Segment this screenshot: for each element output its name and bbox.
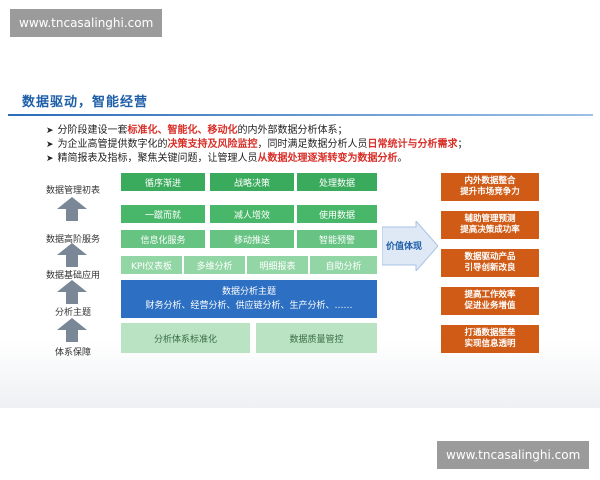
left-label-advanced: 数据高阶服务	[45, 235, 100, 245]
bullet-arrow-icon: ➤	[46, 126, 54, 136]
analysis-topics-band: 数据分析主题 财务分析、经营分析、供应链分析、生产分析、……	[121, 280, 377, 318]
band-title: 数据分析主题	[221, 287, 276, 297]
box-kpi-dashboard: KPI仪表板	[121, 256, 182, 274]
slide: 数据驱动，智能经营 ➤分阶段建设一套标准化、智能化、移动化的内外部数据分析体系；…	[0, 70, 600, 408]
outcome-line: 提高工作效率	[464, 290, 516, 300]
box-one-step: 一蹴而就	[121, 205, 205, 223]
bullet-text: ，同时满足数据分析人员	[257, 139, 368, 150]
band-items: 财务分析、经营分析、供应链分析、生产分析、……	[145, 301, 353, 311]
box-smart-alert: 智能预警	[297, 230, 377, 248]
outcome-line: 打通数据壁垒	[464, 328, 516, 338]
bullet-highlight: 标准化、智能化、移动化	[127, 125, 238, 136]
watermark-bottom: www.tncasalinghi.com	[437, 441, 589, 469]
outcome-line: 提高决策成功率	[460, 225, 520, 235]
outcome-4: 提高工作效率 促进业务增值	[441, 287, 539, 315]
up-arrow-icon	[57, 243, 87, 267]
up-arrow-icon	[57, 280, 87, 304]
outcome-line: 内外数据整合	[464, 176, 516, 186]
box-step-by-step: 循序渐进	[121, 173, 205, 191]
outcome-line: 辅助管理预测	[464, 214, 516, 224]
outcome-line: 促进业务增值	[464, 301, 516, 311]
outcome-line: 实现信息透明	[464, 339, 516, 349]
bullet-1: ➤分阶段建设一套标准化、智能化、移动化的内外部数据分析体系；	[46, 124, 576, 138]
box-standardization: 分析体系标准化	[121, 323, 250, 353]
outcome-1: 内外数据整合 提升市场竞争力	[441, 173, 539, 201]
title-divider	[8, 114, 593, 116]
value-arrow-icon	[382, 221, 438, 271]
bullet-text: 分阶段建设一套	[57, 125, 128, 136]
left-label-mgmt: 数据管理初表	[45, 186, 100, 196]
box-quality-control: 数据质量管控	[256, 323, 377, 353]
outcome-line: 提升市场竞争力	[460, 187, 520, 197]
box-multidim: 多维分析	[184, 256, 245, 274]
slide-title: 数据驱动，智能经营	[22, 95, 149, 110]
bullet-2: ➤为企业高管提供数字化的决策支持及风险监控，同时满足数据分析人员日常统计与分析需…	[46, 138, 576, 152]
bullet-3: ➤精简报表及指标，聚焦关键问题，让管理人员从数据处理逐渐转变为数据分析。	[46, 152, 576, 166]
left-label-support: 体系保障	[54, 348, 91, 358]
left-label-topics: 分析主题	[54, 308, 91, 318]
left-label-basic: 数据基础应用	[45, 271, 100, 281]
box-it-service: 信息化服务	[121, 230, 205, 248]
box-strategy: 战略决策	[210, 173, 294, 191]
bullet-text: 。	[397, 153, 408, 164]
box-efficiency: 减人增效	[210, 205, 294, 223]
bullet-arrow-icon: ➤	[46, 154, 54, 164]
up-arrow-icon	[57, 197, 87, 221]
bullet-text: ；	[457, 139, 468, 150]
outcome-5: 打通数据壁垒 实现信息透明	[441, 325, 539, 353]
bullet-arrow-icon: ➤	[46, 140, 54, 150]
outcome-2: 辅助管理预测 提高决策成功率	[441, 211, 539, 239]
box-detail-report: 明细报表	[247, 256, 308, 274]
bullet-highlight: 从数据处理逐渐转变为数据分析	[257, 153, 398, 164]
bullet-text: 的内外部数据分析体系；	[237, 125, 348, 136]
box-process-data: 处理数据	[297, 173, 377, 191]
bullet-text: 为企业高管提供数字化的	[57, 139, 168, 150]
outcome-line: 引导创新改良	[464, 263, 516, 273]
box-mobile-push: 移动推送	[210, 230, 294, 248]
outcome-3: 数据驱动产品 引导创新改良	[441, 249, 539, 277]
box-self-service: 自助分析	[310, 256, 377, 274]
up-arrow-icon	[57, 318, 87, 342]
bullet-highlight: 日常统计与分析需求	[367, 139, 458, 150]
bullet-list: ➤分阶段建设一套标准化、智能化、移动化的内外部数据分析体系； ➤为企业高管提供数…	[46, 124, 576, 166]
outcome-line: 数据驱动产品	[464, 252, 516, 262]
watermark-top: www.tncasalinghi.com	[10, 9, 162, 37]
value-label: 价值体现	[385, 242, 422, 252]
box-use-data: 使用数据	[297, 205, 377, 223]
bullet-text: 精简报表及指标，聚焦关键问题，让管理人员	[57, 153, 258, 164]
bullet-highlight: 决策支持及风险监控	[167, 139, 258, 150]
